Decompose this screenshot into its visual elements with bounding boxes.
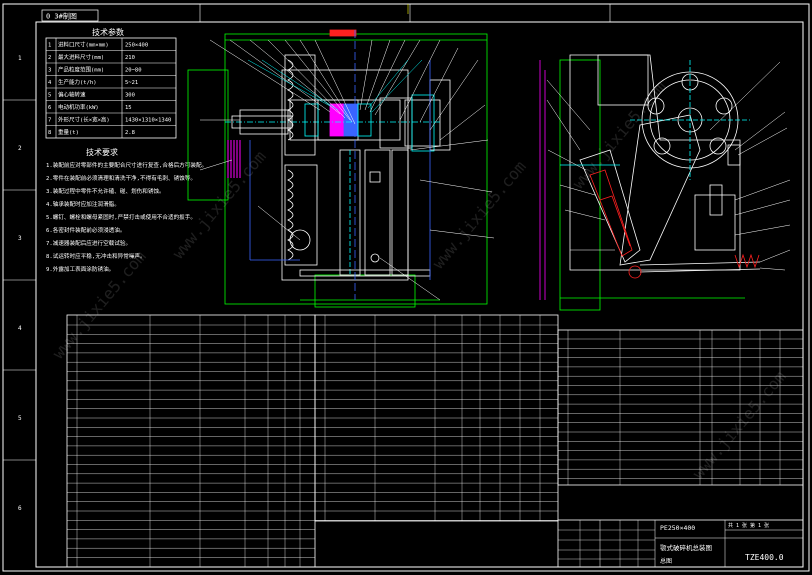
tech-req-line: 6.各密封件装配前必须浸透油。: [46, 226, 125, 234]
outer-frame: [2, 3, 810, 572]
tech-param-index: 1: [48, 43, 51, 49]
tech-param-value: 210: [125, 55, 135, 61]
watermark-text-1: www.jixie5.com: [49, 247, 150, 363]
tech-param-name: 电动机功率(kW): [58, 103, 99, 111]
tech-req-title: 技术要求: [86, 147, 118, 157]
watermark-text-3: www.jixie5.com: [429, 157, 530, 273]
tech-req-line: 3.装配过程中零件不允许磕、碰、划伤和锈蚀。: [46, 187, 165, 195]
tech-param-index: 5: [48, 93, 51, 99]
drawing-number: TZE400.0: [745, 553, 784, 562]
tech-req-line: 7.减速器装配后应进行空载试验。: [46, 239, 131, 247]
tech-params-table: 技术参数 1 进料口尺寸(mm×mm) 250×400 2 最大进料尺寸(mm) 210 3…: [45, 27, 177, 139]
svg-text:3: 3: [18, 235, 22, 242]
front-view: [187, 29, 495, 308]
tech-param-name: 外形尺寸(长×宽×高): [58, 116, 110, 124]
title-sheet: 共 1 张 第 1 张: [728, 522, 769, 529]
watermark-text-4: www.jixie5.com: [569, 77, 670, 193]
tech-params-title: 技术参数: [92, 27, 124, 37]
side-view: [539, 54, 791, 311]
tech-param-value: 300: [125, 93, 135, 99]
tech-param-name: 偏心轴转速: [58, 91, 86, 99]
tech-param-value: 15: [125, 105, 132, 111]
tech-req-line: 2.零件在装配前必须清理和清洗干净,不得有毛刺、锈蚀等。: [46, 174, 196, 182]
tech-req-line: 4.轴承装配时应加注润滑脂。: [46, 200, 120, 208]
tech-req-line: 9.外露加工表面涂防锈油。: [46, 265, 114, 273]
tech-param-index: 7: [48, 118, 51, 124]
tech-req-line: 8.试运转时应平稳,无冲击和异常噪声。: [46, 252, 146, 260]
title-subtitle: 总图: [660, 557, 672, 565]
tech-param-index: 2: [48, 55, 51, 61]
tech-param-value: 20~80: [125, 68, 142, 74]
tech-param-name: 生产能力(t/h): [58, 78, 97, 86]
svg-text:4: 4: [18, 325, 22, 332]
tech-param-index: 8: [48, 130, 51, 136]
svg-text:5: 5: [18, 415, 22, 422]
stamp-box: [41, 9, 99, 22]
tech-param-index: 3: [48, 68, 51, 74]
tech-requirements: 技术要求 1.装配前应对零部件的主要配合尺寸进行复查,合格后方可装配。 2.零件在…: [46, 147, 207, 273]
svg-text:1: 1: [18, 55, 22, 62]
title-name: 颚式破碎机总装图: [660, 543, 712, 552]
tech-param-index: 4: [48, 80, 52, 86]
tech-param-value: 5~21: [125, 80, 138, 86]
svg-text:6: 6: [18, 505, 22, 512]
zone-letters: 1 2 3 4 5 6: [18, 55, 22, 512]
tech-param-value: 2.8: [125, 130, 135, 136]
zone-ticks: [3, 4, 611, 461]
tech-param-index: 6: [48, 105, 51, 111]
tech-param-value: 250×400: [125, 43, 148, 49]
tech-param-name: 最大进料尺寸(mm): [58, 53, 104, 61]
tech-req-line: 1.装配前应对零部件的主要配合尺寸进行复查,合格后方可装配。: [46, 161, 207, 169]
tech-param-value: 1430×1310×1340: [125, 118, 171, 124]
title-block: PE250×400 颚式破碎机总装图 共 1 张 第 1 张 总图 TZE400…: [557, 519, 804, 568]
tech-req-line: 5.螺钉、螺栓和螺母紧固时,严禁打击或使用不合适的扳手。: [46, 213, 196, 221]
title-project: PE250×400: [660, 524, 695, 532]
tech-param-name: 进料口尺寸(mm×mm): [58, 41, 109, 49]
stamp-label: 0 3#制图: [46, 12, 77, 21]
parts-list: [66, 314, 804, 568]
watermark-text-5: www.jixie5.com: [689, 367, 790, 483]
tech-param-name: 重量(t): [58, 128, 79, 136]
svg-text:2: 2: [18, 145, 22, 152]
tech-param-name: 产品粒度范围(mm): [58, 66, 104, 74]
inner-frame: [35, 21, 804, 568]
